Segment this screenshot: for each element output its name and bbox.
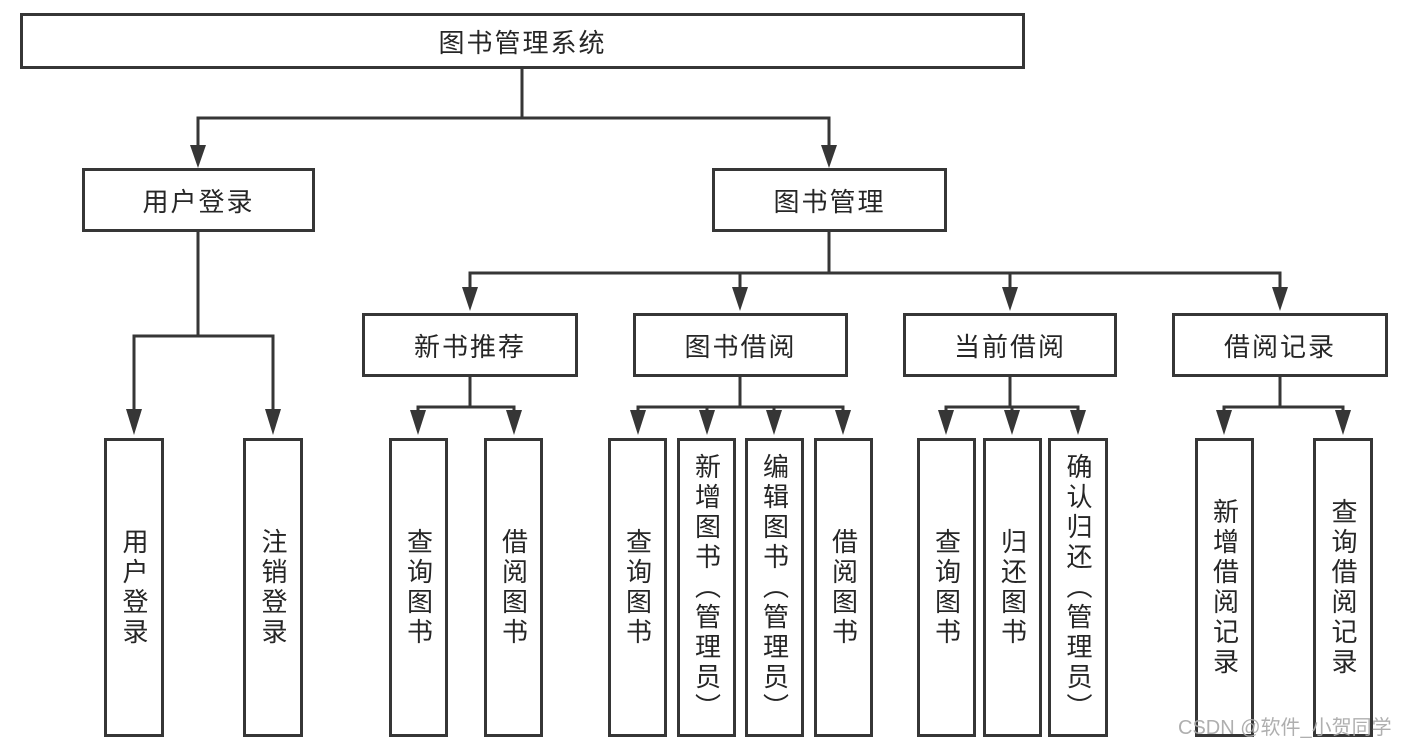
node-book-management: 图书管理 bbox=[712, 168, 947, 232]
node-borrow-record: 借阅记录 bbox=[1172, 313, 1388, 377]
csdn-watermark: CSDN @软件_小贺同学 bbox=[1178, 717, 1392, 739]
arrow-down-icon bbox=[1216, 410, 1232, 435]
arrow-down-icon bbox=[1004, 410, 1020, 435]
leaf-query-book-3: 查询图书 bbox=[917, 438, 976, 737]
arrow-down-icon bbox=[1002, 287, 1018, 311]
leaf-return-book-label: 归还图书 bbox=[997, 527, 1028, 648]
leaf-query-book-1: 查询图书 bbox=[389, 438, 448, 737]
leaf-borrow-book-2-label: 借阅图书 bbox=[828, 527, 859, 648]
leaf-borrow-book-1: 借阅图书 bbox=[484, 438, 543, 737]
leaf-edit-book-admin: 编辑图书（管理员） bbox=[745, 438, 804, 737]
leaf-add-borrow-record-label: 新增借阅记录 bbox=[1209, 497, 1240, 678]
node-new-book-recommend-label: 新书推荐 bbox=[413, 331, 526, 362]
arrow-down-icon bbox=[506, 410, 522, 435]
leaf-add-book-admin-label: 新增图书（管理员） bbox=[691, 452, 722, 723]
node-root: 图书管理系统 bbox=[20, 13, 1025, 69]
leaf-confirm-return-admin-label: 确认归还（管理员） bbox=[1063, 452, 1093, 723]
connector-user-login bbox=[132, 232, 275, 411]
leaf-user-login-label: 用户登录 bbox=[119, 527, 149, 648]
connector-new-book-recommend bbox=[416, 377, 516, 412]
leaf-add-borrow-record: 新增借阅记录 bbox=[1195, 438, 1254, 737]
arrow-down-icon bbox=[190, 145, 206, 168]
arrow-down-icon bbox=[630, 410, 646, 435]
leaf-query-book-3-label: 查询图书 bbox=[931, 527, 962, 648]
leaf-logout-login: 注销登录 bbox=[243, 438, 303, 737]
leaf-logout-login-label: 注销登录 bbox=[258, 527, 288, 648]
node-current-borrow-label: 当前借阅 bbox=[953, 331, 1066, 362]
arrow-down-icon bbox=[766, 410, 782, 435]
arrow-down-icon bbox=[410, 410, 426, 435]
arrow-down-icon bbox=[265, 409, 281, 435]
node-book-management-label: 图书管理 bbox=[773, 186, 886, 217]
node-root-label: 图书管理系统 bbox=[438, 27, 607, 58]
leaf-edit-book-admin-label: 编辑图书（管理员） bbox=[759, 452, 790, 723]
arrow-down-icon bbox=[126, 409, 142, 435]
leaf-add-book-admin: 新增图书（管理员） bbox=[677, 438, 736, 737]
node-user-login-label: 用户登录 bbox=[142, 186, 255, 217]
connector-borrow-record bbox=[1222, 377, 1345, 412]
arrow-down-icon bbox=[1335, 410, 1351, 435]
leaf-query-borrow-record: 查询借阅记录 bbox=[1313, 438, 1373, 737]
arrow-down-icon bbox=[938, 410, 954, 435]
node-current-borrow: 当前借阅 bbox=[903, 313, 1117, 377]
arrow-down-icon bbox=[1272, 287, 1288, 311]
leaf-borrow-book-1-label: 借阅图书 bbox=[498, 527, 529, 648]
node-book-borrow-label: 图书借阅 bbox=[684, 331, 797, 362]
node-book-borrow: 图书借阅 bbox=[633, 313, 848, 377]
arrow-down-icon bbox=[699, 410, 715, 435]
leaf-query-book-1-label: 查询图书 bbox=[403, 527, 434, 648]
node-user-login: 用户登录 bbox=[82, 168, 315, 232]
connector-current-borrow bbox=[944, 377, 1080, 412]
arrow-down-icon bbox=[821, 145, 837, 168]
arrow-down-icon bbox=[732, 287, 748, 311]
leaf-query-book-2: 查询图书 bbox=[608, 438, 667, 737]
node-borrow-record-label: 借阅记录 bbox=[1223, 331, 1336, 362]
leaf-query-borrow-record-label: 查询借阅记录 bbox=[1328, 497, 1358, 678]
connector-book-management bbox=[468, 232, 1282, 289]
leaf-borrow-book-2: 借阅图书 bbox=[814, 438, 873, 737]
arrow-down-icon bbox=[1070, 410, 1086, 435]
leaf-confirm-return-admin: 确认归还（管理员） bbox=[1048, 438, 1108, 737]
leaf-user-login: 用户登录 bbox=[104, 438, 164, 737]
arrow-down-icon bbox=[462, 287, 478, 311]
arrow-down-icon bbox=[835, 410, 851, 435]
connector-book-borrow bbox=[636, 377, 845, 412]
leaf-return-book: 归还图书 bbox=[983, 438, 1042, 737]
node-new-book-recommend: 新书推荐 bbox=[362, 313, 578, 377]
leaf-query-book-2-label: 查询图书 bbox=[622, 527, 653, 648]
connector-root bbox=[196, 69, 831, 147]
